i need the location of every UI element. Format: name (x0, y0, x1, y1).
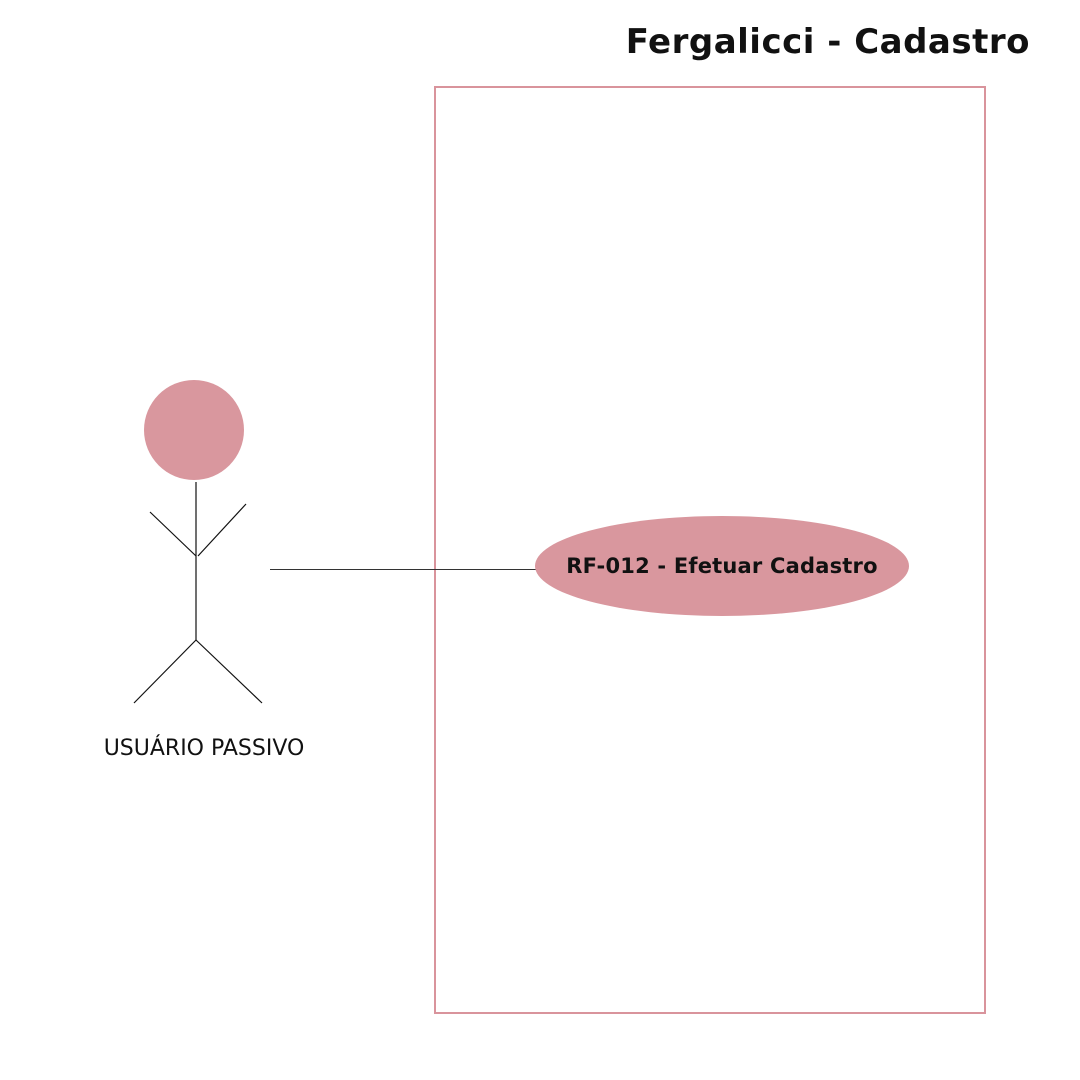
diagram-title: Fergalicci - Cadastro (625, 22, 1030, 62)
actor-head (144, 380, 244, 480)
association-line (270, 569, 542, 570)
actor-leg-left (133, 639, 197, 704)
use-case-label: RF-012 - Efetuar Cadastro (566, 554, 878, 578)
actor-arm-left (149, 511, 197, 557)
actor-label: USUÁRIO PASSIVO (103, 736, 305, 761)
use-case-ellipse[interactable]: RF-012 - Efetuar Cadastro (535, 516, 909, 616)
actor-arm-right (197, 503, 247, 557)
system-boundary (434, 86, 986, 1014)
actor-leg-right (195, 639, 263, 704)
